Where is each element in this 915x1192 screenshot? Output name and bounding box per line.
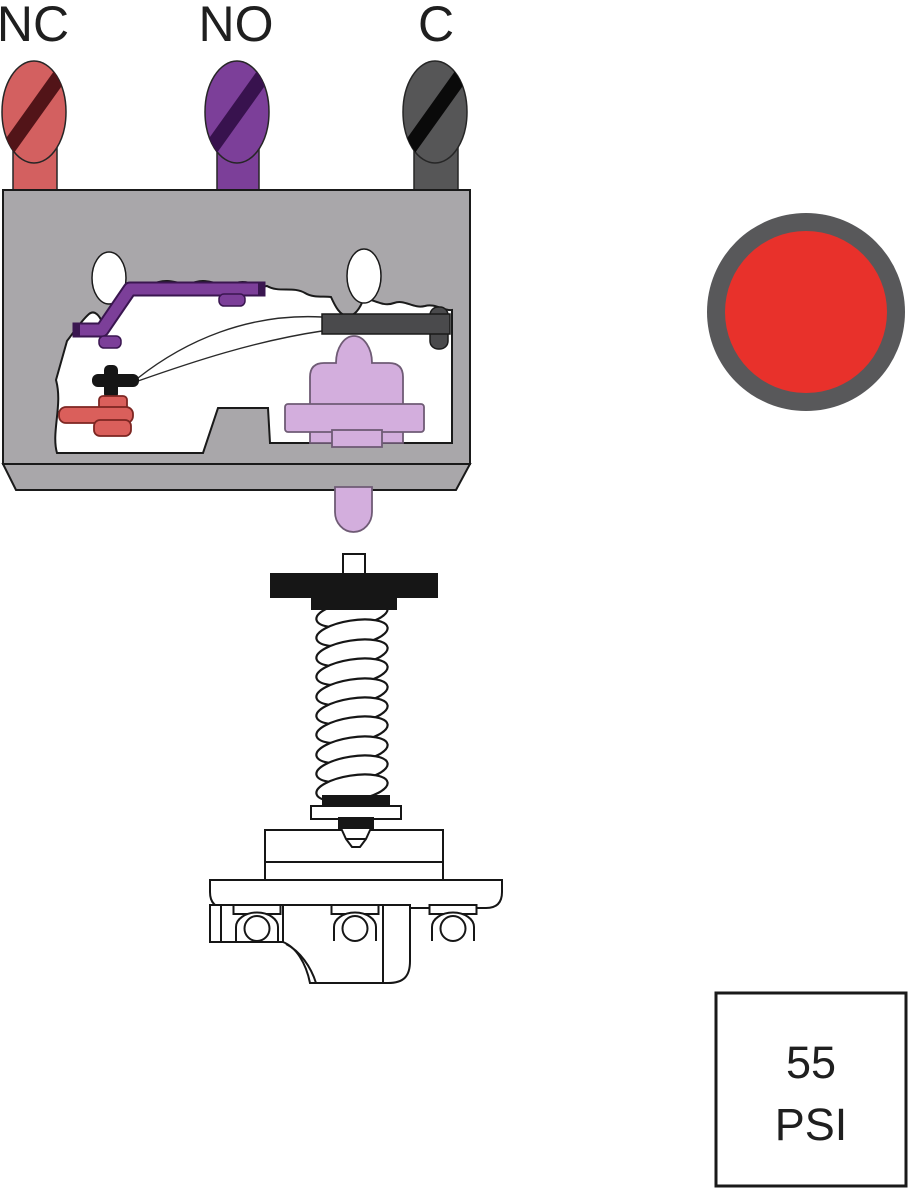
terminal-label-no: NO (199, 0, 274, 52)
pressure-readout-box (714, 991, 908, 1188)
spring-wire-lower (137, 330, 323, 382)
no-strip-tab-mid (218, 293, 246, 307)
indicator-light (725, 231, 887, 393)
port-ball (439, 915, 467, 942)
plunger-flange (284, 403, 425, 433)
nc-contact (58, 365, 139, 437)
coil-spring (315, 599, 389, 803)
spring-top-pin (342, 553, 366, 575)
pressure-unit: PSI (775, 1099, 848, 1150)
pressure-indicator (707, 213, 905, 411)
nc-terminal-tab (93, 419, 132, 437)
common-contact-bar (321, 313, 451, 335)
valve-left-lip (209, 904, 222, 943)
valve-body (209, 827, 503, 984)
pressure-value: 55 (786, 1037, 836, 1088)
switch-base (1, 463, 472, 491)
valve-passage-curve (285, 943, 317, 984)
no-strip (80, 283, 258, 336)
common-contact (321, 306, 451, 350)
spring-cap (270, 573, 438, 610)
terminal-label-c: C (418, 0, 454, 52)
pressure-readout: 55 PSI (714, 991, 908, 1188)
valve-port-right (428, 904, 478, 942)
snap-spring-wires (137, 315, 323, 382)
valve-flange (209, 879, 503, 909)
plunger-pin (334, 486, 373, 533)
no-strip-tab-left (98, 335, 122, 349)
port-ball (341, 915, 369, 942)
mounting-hole-right (346, 248, 382, 304)
terminal-c: C (402, 0, 468, 193)
plunger (284, 335, 425, 533)
plunger-stem (331, 429, 383, 448)
terminal-label-nc: NC (0, 0, 69, 52)
spring-assembly (270, 553, 438, 829)
screw-slot-c (403, 65, 467, 159)
spring-seat-nut (338, 817, 374, 829)
mounting-hole-left (91, 251, 127, 305)
spring-seat-band (322, 795, 390, 807)
screw-slot-nc (2, 65, 66, 159)
port-ball (243, 915, 271, 942)
nc-cross-arm (92, 374, 139, 387)
valve-port-left (232, 904, 282, 942)
no-contact-strip (72, 281, 266, 349)
spring-wire-upper (137, 315, 323, 379)
screw-slot-no (205, 65, 269, 159)
switch-body (1, 189, 472, 491)
terminal-nc: NC (0, 0, 69, 193)
terminal-no: NO (199, 0, 274, 193)
valve-port-middle (330, 904, 380, 942)
